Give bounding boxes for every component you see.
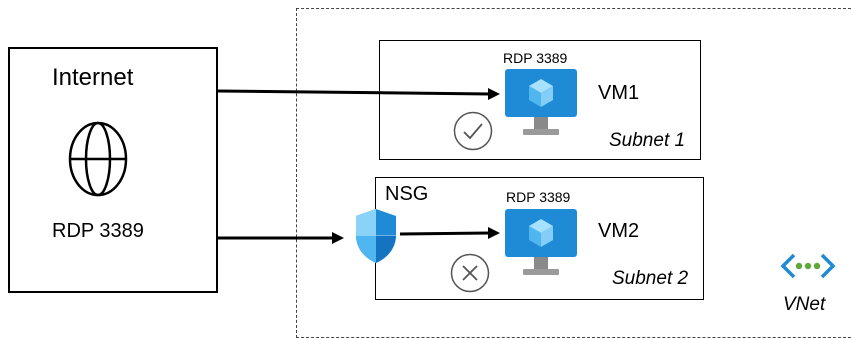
arrow-internet-to-vm1	[217, 88, 500, 100]
arrow-nsg-to-vm2	[399, 227, 500, 239]
vm-monitor-icon	[505, 209, 577, 275]
subnet-1-label: Subnet 1	[609, 130, 686, 151]
internet-port-label: RDP 3389	[52, 220, 144, 242]
vm1-name: VM1	[598, 82, 640, 104]
vm2-name: VM2	[598, 220, 640, 242]
subnet-2-label: Subnet 2	[612, 268, 689, 289]
subnet-2-box	[375, 177, 704, 300]
nsg-label: NSG	[385, 183, 429, 205]
vm2-port-label: RDP 3389	[506, 189, 571, 205]
internet-box	[8, 47, 218, 293]
globe-icon	[68, 121, 128, 197]
x-circle-icon	[450, 253, 490, 293]
vm-monitor-icon	[505, 69, 577, 135]
check-circle-icon	[453, 111, 493, 151]
vm1-port-label: RDP 3389	[503, 50, 568, 66]
internet-title: Internet	[52, 64, 134, 91]
arrow-internet-to-nsg	[218, 232, 344, 244]
shield-icon	[356, 209, 396, 263]
vnet-label: VNet	[783, 294, 826, 315]
vnet-icon	[780, 253, 836, 279]
